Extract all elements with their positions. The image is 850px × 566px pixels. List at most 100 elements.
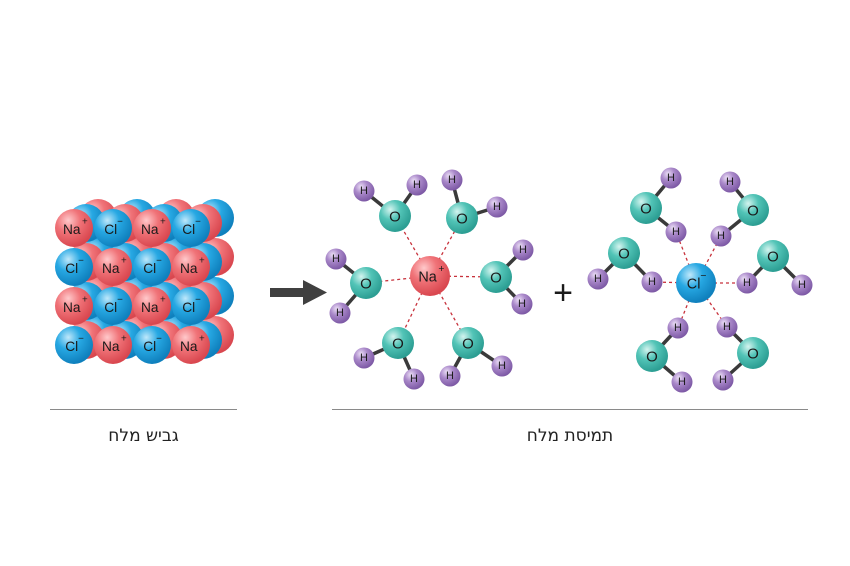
hydrogen-label: H <box>360 185 368 197</box>
hydrogen-atom <box>641 271 663 293</box>
hydrogen-atom <box>406 174 428 196</box>
hydrogen-atom <box>441 169 463 191</box>
hydrogen-atom <box>671 371 693 393</box>
sodium-ion: Na+ <box>55 287 93 325</box>
chloride-label: Cl <box>143 339 156 354</box>
minus-charge-label: − <box>78 255 84 266</box>
hydrogen-label: H <box>410 373 418 385</box>
hydrogen-label: H <box>719 374 727 386</box>
hydrogen-label: H <box>648 276 656 288</box>
sodium-label: Na <box>63 222 81 237</box>
oxygen-atom <box>636 340 668 372</box>
oxygen-atom <box>737 194 769 226</box>
oxygen-label: O <box>490 270 502 287</box>
hydrogen-label: H <box>413 179 421 191</box>
minus-charge-label: − <box>156 333 162 344</box>
sodium-label: Na <box>63 300 81 315</box>
ion-dipole-interaction <box>365 275 431 284</box>
sodium-ion: Na+ <box>172 326 210 364</box>
chloride-ion: Cl− <box>133 326 171 364</box>
hydrogen-label: H <box>667 172 675 184</box>
oxygen-atom <box>452 327 484 359</box>
hydrogen-label: H <box>672 226 680 238</box>
sodium-label: Na <box>180 261 198 276</box>
hydrogen-atom <box>719 171 741 193</box>
sodium-sphere <box>55 287 93 325</box>
sodium-sphere <box>410 256 450 296</box>
chloride-ion: Cl− <box>55 248 93 286</box>
hydrogen-atom <box>329 302 351 324</box>
oxygen-label: O <box>747 203 759 220</box>
hydrogen-label: H <box>446 370 454 382</box>
sodium-label: Na <box>180 339 198 354</box>
chloride-sphere <box>55 248 93 286</box>
sodium-sphere <box>94 248 132 286</box>
sodium-label: Na <box>141 300 159 315</box>
sodium-sphere <box>133 287 171 325</box>
hydrogen-label: H <box>518 298 526 310</box>
hydrogen-label: H <box>726 176 734 188</box>
arrow-shaft <box>270 288 306 297</box>
hydrogen-atom <box>353 180 375 202</box>
chloride-sphere <box>133 326 171 364</box>
sodium-ion: Na+ <box>94 326 132 364</box>
hydrogen-label: H <box>493 201 501 213</box>
hydrogen-atom <box>716 316 738 338</box>
hydrogen-label: H <box>498 360 506 372</box>
crystal-caption: גביש מלח <box>108 426 179 446</box>
plus-charge-label: + <box>199 333 205 344</box>
chloride-ion: Cl− <box>676 263 716 303</box>
water-molecule: HHO <box>712 316 769 391</box>
chloride-sphere <box>133 248 171 286</box>
chloride-sphere <box>172 209 210 247</box>
oxygen-atom <box>382 327 414 359</box>
solution-caption: תמיסת מלח <box>526 426 614 446</box>
hydrogen-label: H <box>448 174 456 186</box>
water-molecule: HHO <box>439 327 513 387</box>
chloride-ion: Cl− <box>133 248 171 286</box>
water-molecule: HHO <box>480 239 534 315</box>
sodium-sphere <box>172 248 210 286</box>
oxygen-label: O <box>360 276 372 293</box>
chloride-label: Cl <box>143 261 156 276</box>
hydrogen-atom <box>403 368 425 390</box>
oxygen-atom <box>737 337 769 369</box>
arrow-head <box>303 280 327 305</box>
chloride-sphere <box>172 287 210 325</box>
oxygen-atom <box>379 200 411 232</box>
chloride-label: Cl <box>687 277 701 293</box>
hydrogen-atom <box>665 221 687 243</box>
oxygen-label: O <box>392 336 404 353</box>
minus-charge-label: − <box>156 255 162 266</box>
minus-charge-label: − <box>195 294 201 305</box>
chloride-ion: Cl− <box>94 287 132 325</box>
sodium-label: Na <box>141 222 159 237</box>
oxygen-atom <box>480 261 512 293</box>
chloride-ion: Cl− <box>172 287 210 325</box>
oxygen-atom <box>630 192 662 224</box>
plus-charge-label: + <box>121 333 127 344</box>
plus-charge-label: + <box>82 294 88 305</box>
chloride-sphere <box>676 263 716 303</box>
minus-charge-label: − <box>117 294 123 305</box>
hydrogen-atom <box>587 268 609 290</box>
hydrogen-label: H <box>332 253 340 265</box>
sodium-sphere <box>133 209 171 247</box>
water-molecule: H H O <box>441 169 508 234</box>
sodium-sphere <box>55 209 93 247</box>
water-molecule: HHO <box>636 317 693 393</box>
hydrogen-label: H <box>336 307 344 319</box>
oxygen-label: O <box>767 249 779 266</box>
hydrogen-atom <box>486 196 508 218</box>
sodium-label: Na <box>102 339 120 354</box>
chloride-ion: Cl− <box>55 326 93 364</box>
plus-charge-label: + <box>199 255 205 266</box>
hydrogen-label: H <box>360 352 368 364</box>
oxygen-label: O <box>456 211 468 228</box>
water-molecule: HHO <box>710 171 769 247</box>
water-molecule: HHO <box>630 167 687 243</box>
plus-sign: + <box>553 274 573 312</box>
